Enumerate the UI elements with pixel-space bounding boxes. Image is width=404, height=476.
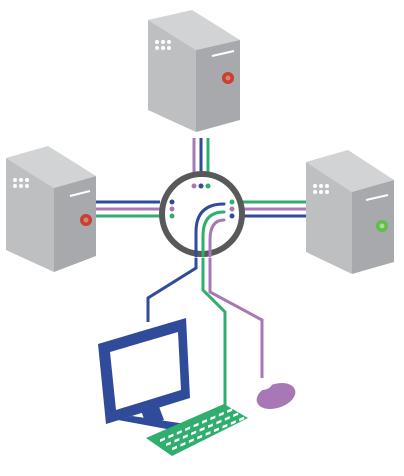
keyboard-key bbox=[230, 420, 236, 425]
power-light-highlight bbox=[225, 75, 231, 81]
server-left-cap bbox=[6, 146, 96, 188]
keyboard-key bbox=[180, 442, 186, 447]
drive-slot bbox=[211, 50, 235, 57]
server-right bbox=[306, 150, 394, 274]
drive-slot bbox=[69, 190, 91, 197]
keyboard-body bbox=[146, 404, 248, 456]
server-right-side bbox=[306, 162, 352, 274]
power-light-off-icon bbox=[80, 214, 92, 226]
server-left-front bbox=[54, 176, 96, 272]
keyboard-key bbox=[202, 419, 207, 424]
power-light-on-icon bbox=[376, 220, 388, 232]
vent-icon bbox=[13, 178, 29, 188]
keyboard-key bbox=[218, 411, 224, 417]
monitor-icon bbox=[98, 318, 190, 430]
cable-to-keyboard bbox=[201, 258, 227, 408]
server-left-side bbox=[6, 158, 54, 272]
switch-routing bbox=[194, 202, 226, 258]
keyboard-key bbox=[172, 445, 177, 451]
keyboard-keys bbox=[160, 408, 245, 451]
keyboard-key bbox=[233, 412, 239, 418]
cable-to-monitor bbox=[146, 258, 198, 322]
keyboard-key bbox=[205, 431, 211, 436]
drive-slot bbox=[365, 194, 389, 201]
mouse-icon bbox=[256, 382, 296, 409]
keyboard-key bbox=[182, 434, 188, 439]
server-top-side bbox=[148, 20, 196, 132]
keyboard-key bbox=[227, 408, 233, 413]
server-left bbox=[6, 146, 96, 272]
server-top-front bbox=[196, 40, 240, 132]
keyboard-key bbox=[216, 419, 222, 425]
power-light-off-icon bbox=[222, 72, 234, 84]
vent-icon bbox=[155, 40, 171, 50]
keyboard-key bbox=[214, 427, 219, 433]
keyboard-icon bbox=[146, 404, 248, 456]
cable-to-mouse bbox=[208, 258, 264, 378]
port-dots-right bbox=[229, 199, 235, 219]
keyboard-key bbox=[191, 430, 197, 436]
keyboard-key bbox=[185, 426, 191, 432]
keyboard-key bbox=[176, 430, 182, 435]
mouse-button bbox=[258, 382, 272, 390]
keyboard-key bbox=[160, 437, 165, 442]
keyboard-key bbox=[197, 434, 203, 440]
server-top bbox=[148, 10, 240, 132]
keyboard-key bbox=[222, 423, 228, 429]
monitor-stand bbox=[118, 416, 186, 430]
port-dots-left bbox=[169, 199, 175, 219]
port-dots-top bbox=[191, 183, 211, 189]
kvm-switch bbox=[159, 171, 245, 258]
keyboard-key bbox=[166, 441, 171, 447]
mouse-body bbox=[256, 383, 296, 409]
keyboard-key bbox=[193, 422, 199, 428]
cable-bundle-top bbox=[192, 138, 210, 176]
keyboard-key bbox=[224, 416, 230, 421]
monitor-screen bbox=[110, 332, 181, 410]
keyboard-key bbox=[168, 433, 174, 439]
power-light-highlight bbox=[83, 217, 89, 223]
server-top-cap bbox=[148, 10, 240, 50]
cable-bundle-right bbox=[240, 200, 306, 218]
server-right-front bbox=[352, 180, 394, 274]
keyboard-key bbox=[199, 426, 205, 432]
keyboard-key bbox=[208, 423, 213, 428]
server-right-cap bbox=[306, 150, 394, 192]
vent-icon bbox=[313, 184, 329, 194]
cable-bundle-left bbox=[96, 200, 160, 218]
keyboard-key bbox=[174, 437, 180, 443]
keyboard-key bbox=[239, 416, 245, 422]
keyboard-key bbox=[210, 415, 216, 421]
keyboard-key bbox=[188, 438, 194, 444]
power-light-highlight bbox=[379, 223, 385, 229]
